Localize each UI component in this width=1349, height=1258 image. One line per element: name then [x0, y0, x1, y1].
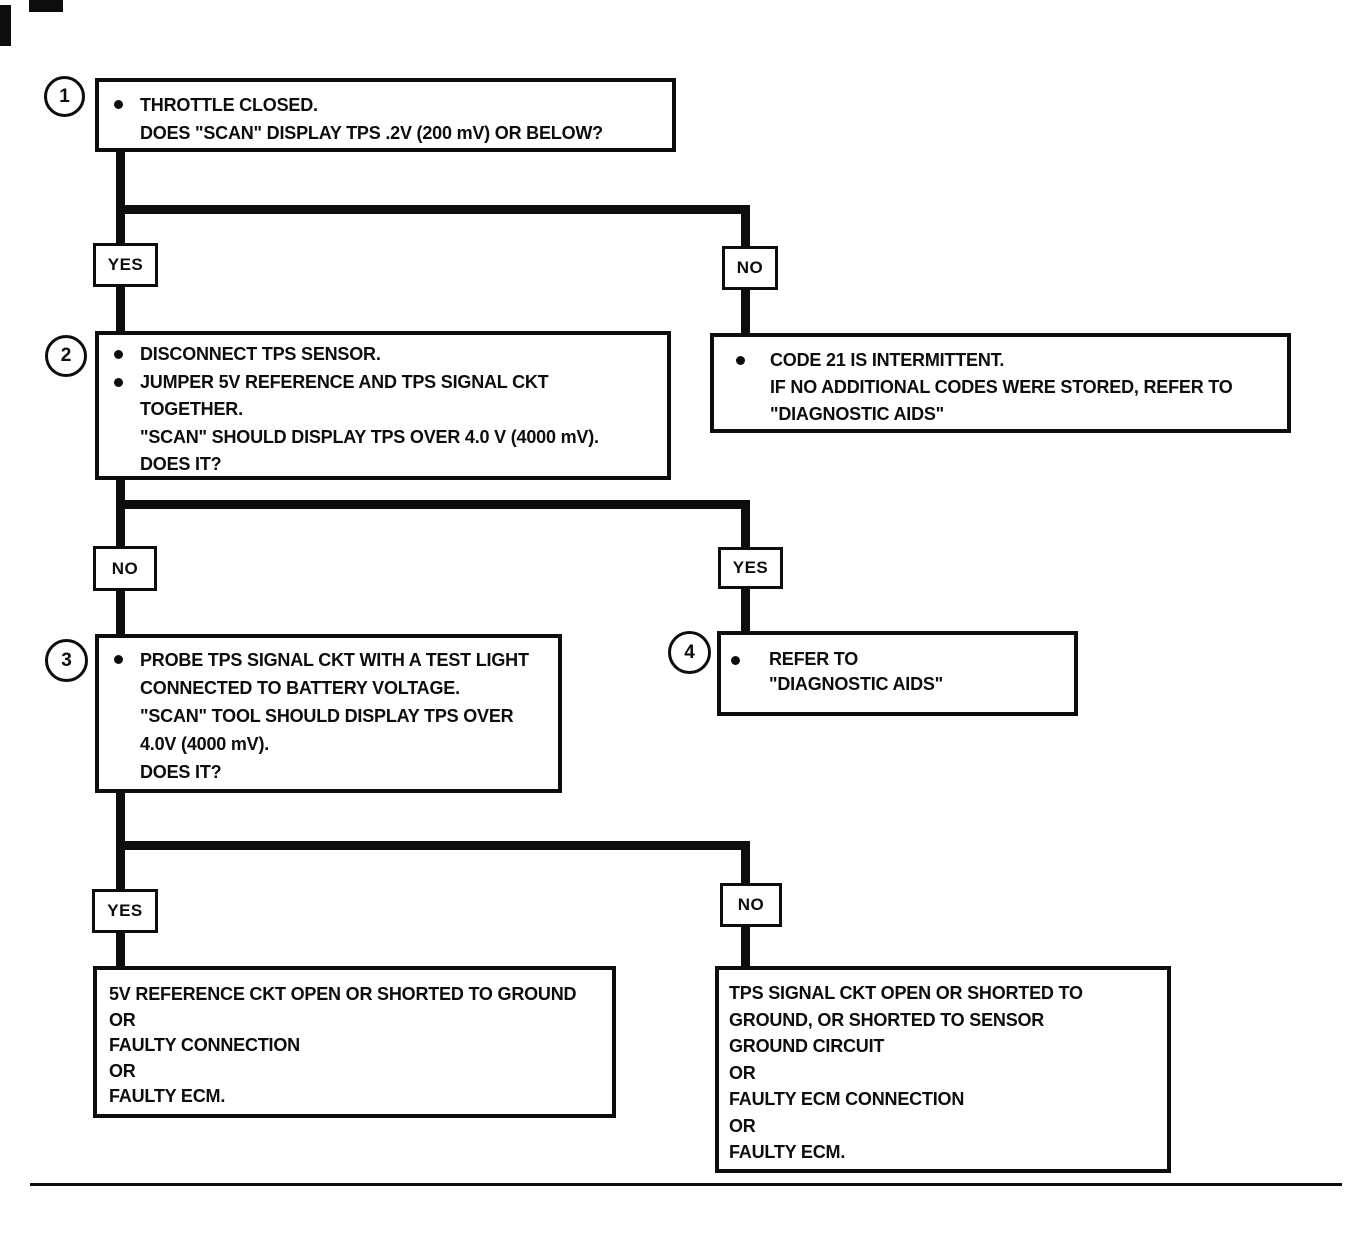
footer-rule [30, 1183, 1342, 1186]
bullet-icon [114, 350, 123, 359]
result-yes-line-3: FAULTY CONNECTION [109, 1035, 300, 1055]
branch2-yes-label: YES [732, 558, 769, 577]
connector-line [116, 148, 125, 245]
result-5v-reference-box: 5V REFERENCE CKT OPEN OR SHORTED TO GROU… [93, 966, 616, 1118]
result-yes-line-2: OR [109, 1009, 136, 1030]
step-number-badge-4: 4 [668, 631, 711, 674]
branch2-no-tag: NO [93, 546, 157, 591]
connector-line [741, 209, 750, 248]
step2-box: DISCONNECT TPS SENSOR. JUMPER 5V REFEREN… [95, 331, 671, 480]
step2-line-5: DOES IT? [140, 454, 222, 474]
branch3-yes-label: YES [107, 901, 143, 920]
connector-line [116, 283, 125, 336]
connector-line [741, 505, 750, 551]
result-yes-line-5: FAULTY ECM. [109, 1086, 226, 1106]
branch1-no-tag: NO [722, 246, 778, 290]
step3-line-2: CONNECTED TO BATTERY VOLTAGE. [140, 678, 460, 698]
step2-line-3: TOGETHER. [140, 399, 243, 419]
connector-line [116, 500, 750, 509]
result-tps-signal-box: TPS SIGNAL CKT OPEN OR SHORTED TO GROUND… [715, 966, 1171, 1173]
step3-line-5: DOES IT? [140, 762, 222, 782]
bullet-icon [731, 656, 740, 665]
branch3-yes-tag: YES [92, 889, 158, 933]
result-no-line-2: GROUND, OR SHORTED TO SENSOR [729, 1009, 1045, 1030]
connector-line [116, 930, 125, 969]
step2-line-2: JUMPER 5V REFERENCE AND TPS SIGNAL CKT [140, 371, 549, 392]
branch2-no-label: NO [111, 558, 139, 578]
step2-line-4: "SCAN" SHOULD DISPLAY TPS OVER 4.0 V (40… [140, 426, 599, 447]
result-no-line-6: OR [729, 1115, 756, 1136]
code21-line-1: CODE 21 IS INTERMITTENT. [770, 350, 1005, 370]
step2-line-1: DISCONNECT TPS SENSOR. [140, 344, 381, 364]
branch1-yes-tag: YES [93, 243, 158, 287]
step3-line-3: "SCAN" TOOL SHOULD DISPLAY TPS OVER [140, 706, 514, 726]
connector-line [116, 476, 125, 550]
step1-line-2: DOES "SCAN" DISPLAY TPS .2V (200 mV) OR … [140, 123, 603, 143]
result-no-line-5: FAULTY ECM CONNECTION [729, 1089, 965, 1109]
bullet-icon [114, 100, 123, 109]
result-no-line-3: GROUND CIRCUIT [729, 1036, 885, 1056]
step4-line-2: "DIAGNOSTIC AIDS" [769, 674, 944, 694]
code21-line-3: "DIAGNOSTIC AIDS" [770, 404, 945, 424]
step3-line-4: 4.0V (4000 mV). [140, 734, 270, 754]
connector-line [741, 846, 750, 887]
bullet-icon [736, 356, 745, 365]
scan-artifact [29, 0, 63, 12]
bullet-icon [114, 377, 123, 387]
result-yes-line-1: 5V REFERENCE CKT OPEN OR SHORTED TO GROU… [109, 984, 577, 1004]
branch1-no-label: NO [736, 258, 764, 277]
result-no-line-4: OR [729, 1062, 756, 1083]
step3-line-1: PROBE TPS SIGNAL CKT WITH A TEST LIGHT [140, 650, 529, 670]
connector-line [741, 586, 750, 635]
step-number-badge-1: 1 [44, 76, 85, 117]
branch3-no-label: NO [737, 895, 765, 914]
connector-line [116, 588, 125, 638]
connector-line [116, 205, 750, 214]
step4-box: REFER TO "DIAGNOSTIC AIDS" [717, 631, 1078, 716]
connector-line [116, 789, 125, 892]
branch3-no-tag: NO [720, 883, 782, 927]
scan-artifact [0, 5, 11, 46]
code21-intermittent-box: CODE 21 IS INTERMITTENT. IF NO ADDITIONA… [710, 333, 1291, 433]
code21-line-2: IF NO ADDITIONAL CODES WERE STORED, REFE… [770, 377, 1233, 397]
branch1-yes-label: YES [107, 255, 144, 274]
connector-line [741, 924, 750, 969]
step3-box: PROBE TPS SIGNAL CKT WITH A TEST LIGHT C… [95, 634, 562, 793]
step1-line-1: THROTTLE CLOSED. [140, 95, 318, 115]
result-yes-line-4: OR [109, 1060, 136, 1081]
step-number-badge-2: 2 [45, 335, 87, 377]
step-number-badge-3: 3 [45, 639, 88, 682]
step4-line-1: REFER TO [769, 649, 859, 669]
branch2-yes-tag: YES [718, 547, 783, 589]
bullet-icon [114, 655, 123, 664]
step1-box: THROTTLE CLOSED. DOES "SCAN" DISPLAY TPS… [95, 78, 676, 152]
connector-line [741, 286, 750, 336]
connector-line [116, 841, 750, 850]
result-no-line-1: TPS SIGNAL CKT OPEN OR SHORTED TO [729, 983, 1083, 1003]
result-no-line-7: FAULTY ECM. [729, 1142, 846, 1162]
